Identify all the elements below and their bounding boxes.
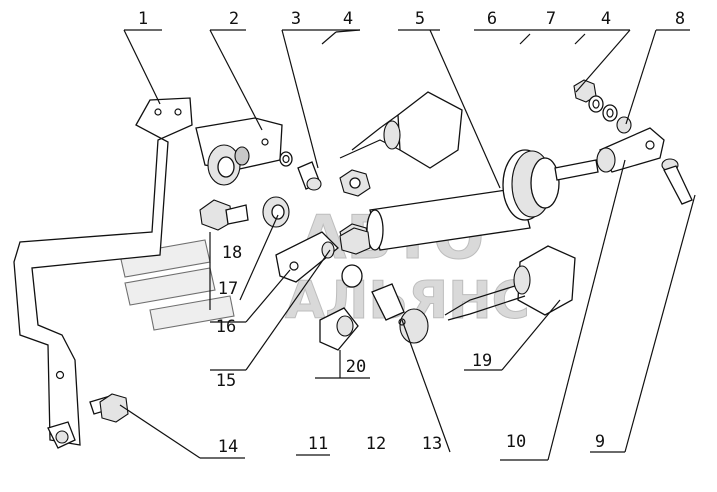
callout-2: 2 [229,9,239,29]
part-16-block [275,231,339,283]
callout-19: 19 [472,351,492,371]
part-13-screw [371,283,429,344]
part-1-pedal-lever [13,97,193,449]
part-18-fitting [199,196,290,231]
part-3-pin [279,151,322,191]
part-2-bracket [195,117,283,186]
part-5-cylinder [366,149,599,251]
callout-10: 10 [506,432,526,452]
part-10-clevis [596,127,665,173]
watermark-logo-icon [119,239,235,331]
part-19-dust-boot [339,91,576,321]
callout-1: 1 [138,9,148,29]
callout-7: 7 [546,9,556,29]
callout-5: 5 [415,9,425,29]
callout-4: 4 [343,9,353,29]
callout-8: 8 [675,9,685,29]
part-6-7-washers [573,79,632,134]
callout-labels: 1 2 3 4 5 6 7 4 8 9 10 11 12 13 14 15 16… [138,9,685,457]
callout-16: 16 [216,317,236,337]
leader-lines [119,29,696,461]
callout-20: 20 [346,357,366,377]
callout-4-secondary: 4 [601,9,611,29]
callout-18: 18 [222,243,242,263]
part-20-sleeve [319,264,363,351]
callout-3: 3 [291,9,301,29]
callout-6: 6 [487,9,497,29]
callout-11: 11 [308,434,328,454]
callout-15: 15 [216,371,236,391]
part-14-bolt [89,393,129,423]
callout-12: 12 [366,434,386,454]
callout-13: 13 [422,434,442,454]
part-9-clevis-pin [661,158,693,205]
callout-9: 9 [595,432,605,452]
callout-14: 14 [218,437,238,457]
part-15-banjo [339,227,371,255]
callout-17: 17 [218,279,238,299]
